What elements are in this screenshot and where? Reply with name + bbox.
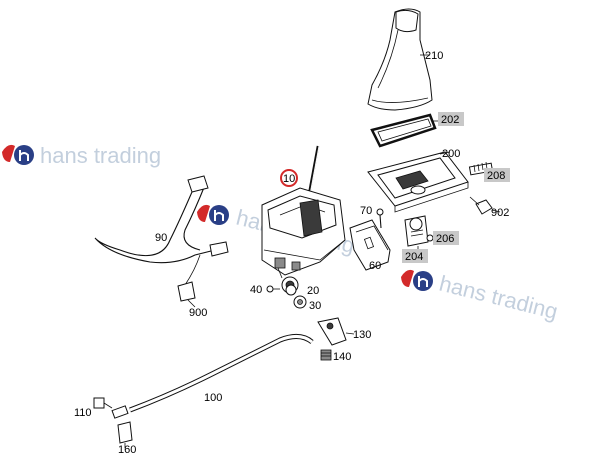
callout-60: 60 — [369, 260, 381, 272]
part-90-wiring-harness — [94, 175, 229, 286]
callout-210: 210 — [425, 50, 443, 62]
part-60-bracket — [349, 219, 391, 271]
part-110-clip — [93, 397, 113, 409]
callout-200: 200 — [442, 148, 460, 160]
callout-130: 130 — [353, 329, 371, 341]
tag-204-background — [402, 249, 428, 263]
tag-206-background — [433, 231, 459, 245]
part-10-shift-housing — [261, 145, 346, 294]
part-140-spring — [320, 349, 332, 361]
part-20-bushing — [285, 284, 297, 296]
callout-902: 902 — [491, 207, 509, 219]
callout-40: 40 — [250, 284, 262, 296]
watermark-text: hans trading — [40, 143, 161, 168]
callout-202: 202 — [441, 114, 459, 126]
callout-140: 140 — [333, 351, 351, 363]
part-900-clip — [177, 281, 196, 308]
watermark-text: hans trading — [437, 271, 561, 325]
tag-208-background — [484, 168, 510, 182]
hans-logo-icon — [2, 144, 34, 165]
callout-900: 900 — [189, 307, 207, 319]
tag-202-background — [438, 112, 464, 126]
part-30-bushing — [293, 295, 307, 309]
callout-90: 90 — [155, 232, 167, 244]
part-200-trim-panel — [367, 151, 469, 213]
part-40-screw — [266, 285, 280, 293]
part-130-bracket — [317, 317, 355, 346]
part-902-clip — [469, 196, 501, 215]
callout-100: 100 — [204, 392, 222, 404]
part-204-switch — [404, 215, 429, 250]
callout-110: 110 — [74, 407, 92, 419]
watermark-right: hans trading — [401, 269, 561, 325]
callout-160: 160 — [118, 444, 136, 456]
watermark-left: hans trading — [2, 143, 161, 168]
callout-70: 70 — [360, 205, 372, 217]
part-10-highlight — [280, 169, 298, 187]
part-210-shift-boot — [367, 8, 433, 111]
part-160-clip — [117, 421, 133, 448]
callout-208: 208 — [487, 170, 505, 182]
callout-20: 20 — [307, 285, 319, 297]
hans-logo-icon — [197, 204, 229, 225]
part-70-bolt — [376, 208, 384, 229]
part-202-frame — [370, 113, 440, 148]
callout-206: 206 — [436, 233, 454, 245]
callout-30: 30 — [309, 300, 321, 312]
hans-logo-icon — [401, 269, 433, 291]
callout-204: 204 — [405, 251, 423, 263]
callout-10: 10 — [283, 173, 295, 185]
part-100-shift-cable — [111, 334, 314, 419]
